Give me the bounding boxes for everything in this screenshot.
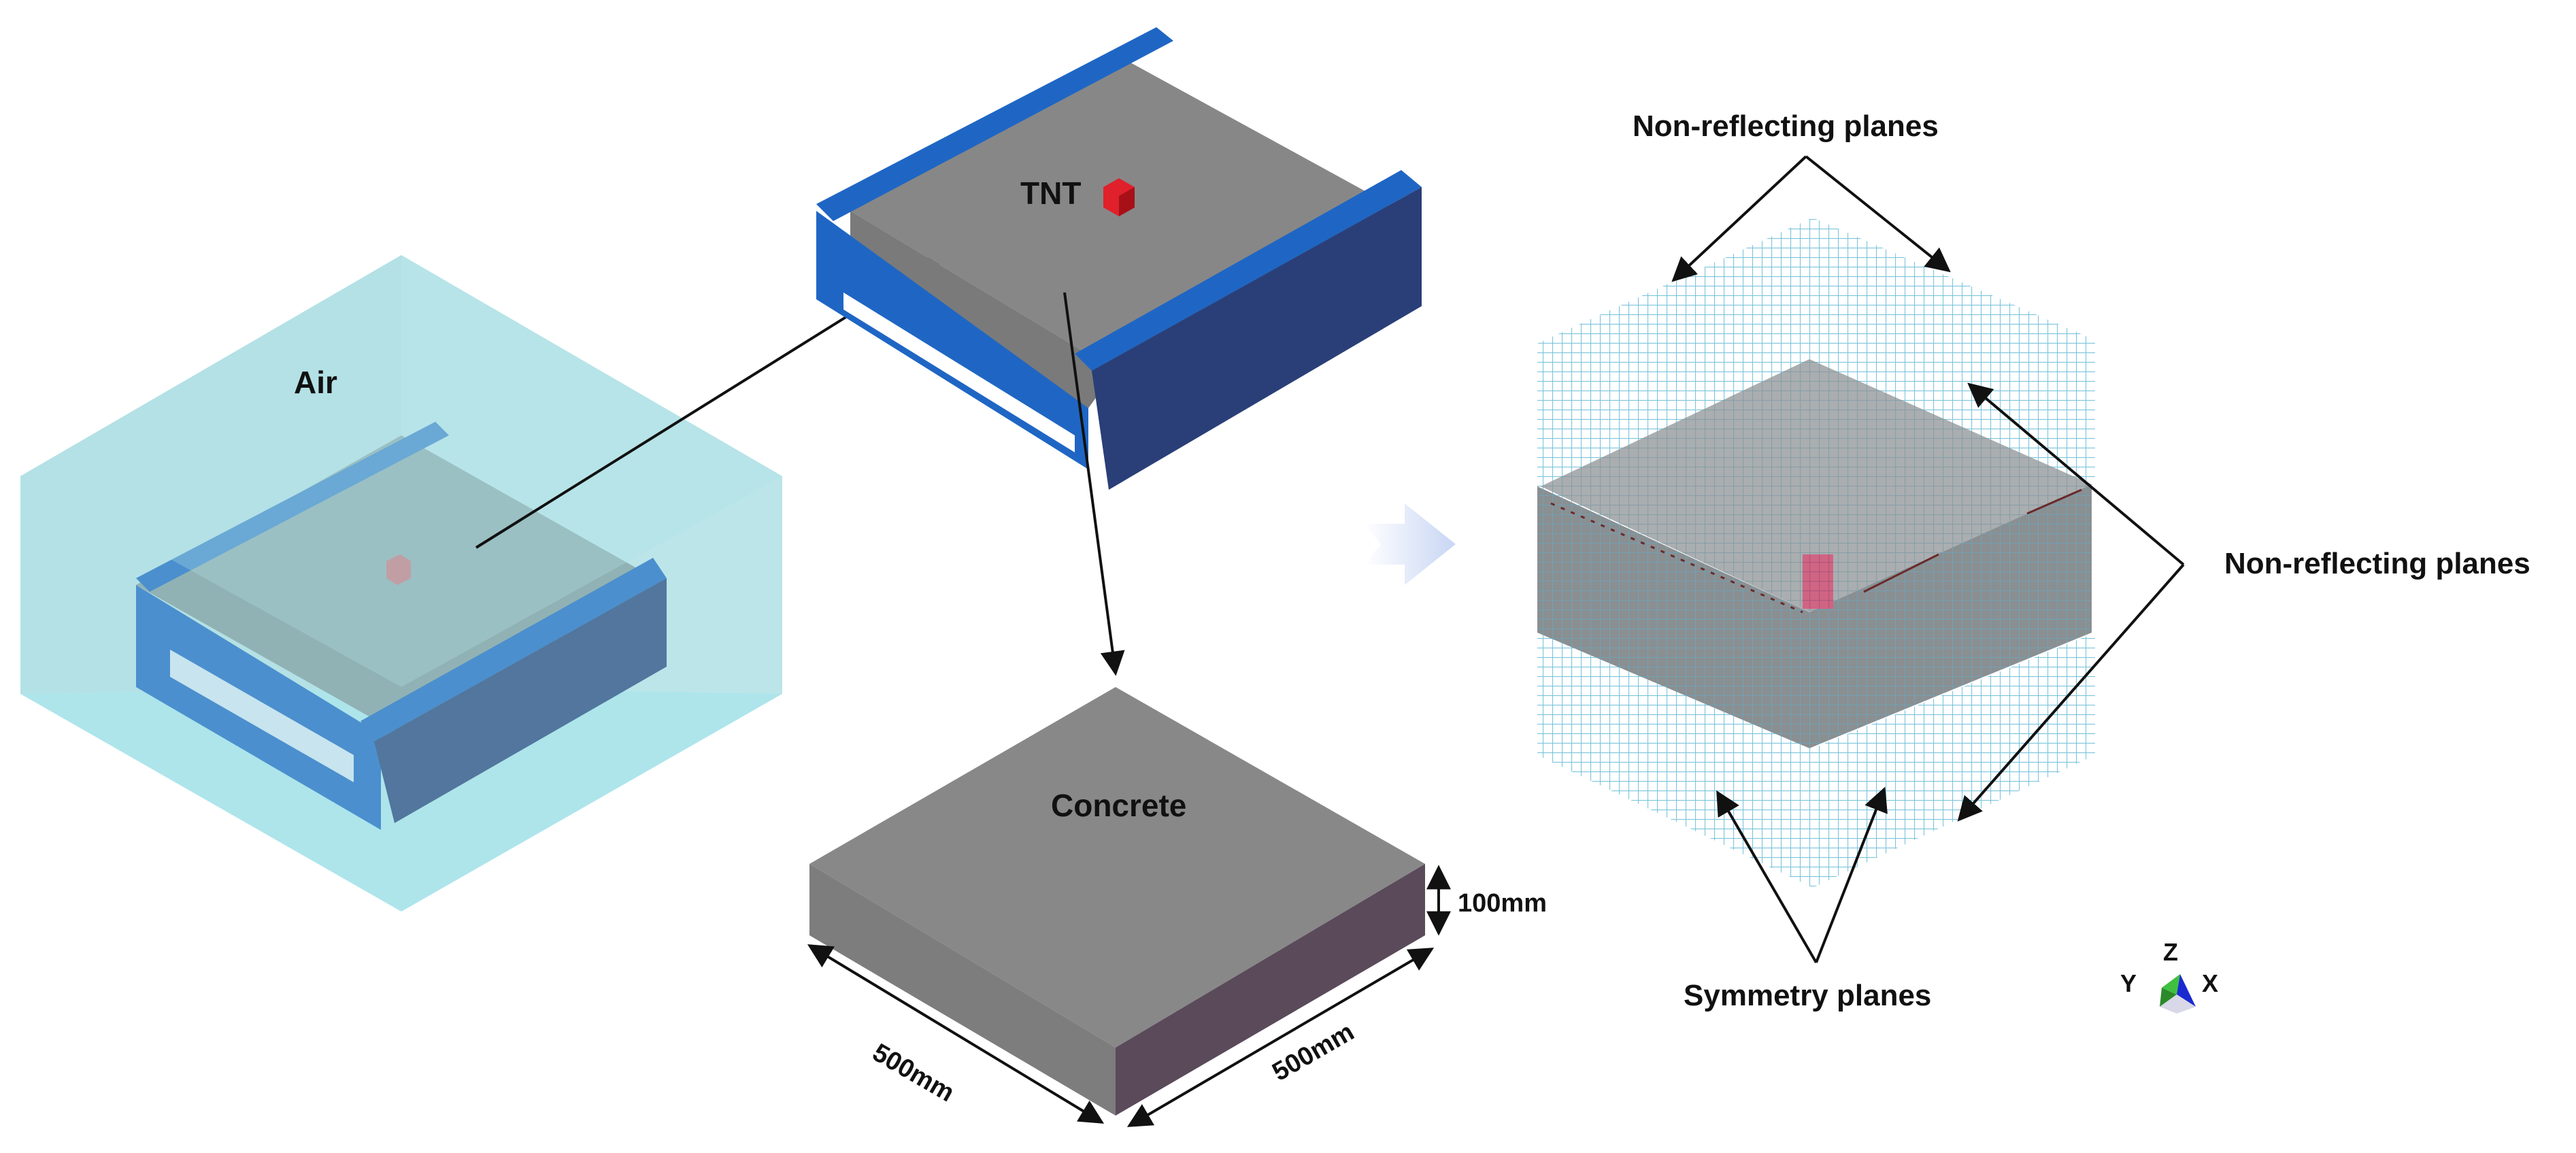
air-label: Air <box>294 365 337 400</box>
axis-x-label: X <box>2202 969 2218 997</box>
left-beam-opening <box>843 293 1075 452</box>
mesh-outer-top-right <box>1813 218 2095 483</box>
air-box-top <box>20 255 782 687</box>
annotation-nr-top: Non-reflecting planes <box>1633 110 1951 282</box>
dim-width-left-label: 500mm <box>868 1038 959 1107</box>
dim-width-left-line <box>807 944 1105 1124</box>
axis-y-label: Y <box>2120 969 2137 997</box>
right-beam-flange <box>1075 170 1422 371</box>
concrete-label: Concrete <box>1051 788 1186 823</box>
mesh-concrete-right <box>1809 484 2092 748</box>
dim-width-right-label: 500mm <box>1268 1018 1359 1087</box>
axis-triad-icon: Y Z X <box>2120 938 2218 1014</box>
annotation-symmetry: Symmetry planes <box>1684 786 1931 1012</box>
left-beam-flange <box>816 27 1173 221</box>
nr-top-label: Non-reflecting planes <box>1633 110 1939 143</box>
air-domain-model: Air <box>20 255 782 912</box>
right-beam-web <box>1092 187 1422 490</box>
air-box-front-left <box>20 476 401 912</box>
symmetry-label: Symmetry planes <box>1684 979 1931 1012</box>
air-box-front-right <box>401 476 782 912</box>
dim-width-right-line <box>1126 948 1435 1127</box>
fe-mesh-model <box>1537 218 2095 888</box>
structure-slab-side <box>850 211 1116 408</box>
mesh-outer-top-left <box>1537 218 1813 490</box>
nr-right-label: Non-reflecting planes <box>2224 547 2530 580</box>
connector-arrow-structure-to-concrete <box>1063 292 1125 676</box>
concrete-slab-model: Concrete 100mm 500mm 500mm <box>807 687 1547 1127</box>
dim-height-label: 100mm <box>1458 889 1547 918</box>
annotation-nr-right: Non-reflecting planes <box>1957 382 2530 822</box>
tnt-label: TNT <box>1020 176 1081 211</box>
axis-z-label: Z <box>2163 938 2178 966</box>
transition-arrow-icon <box>1364 503 1456 585</box>
mesh-concrete-top <box>1541 359 2092 612</box>
concrete-top-face <box>809 687 1425 1048</box>
mesh-outer-bottom <box>1537 633 2095 888</box>
steel-structure-model: TNT <box>816 27 1422 490</box>
mesh-concrete-left <box>1537 486 1809 748</box>
